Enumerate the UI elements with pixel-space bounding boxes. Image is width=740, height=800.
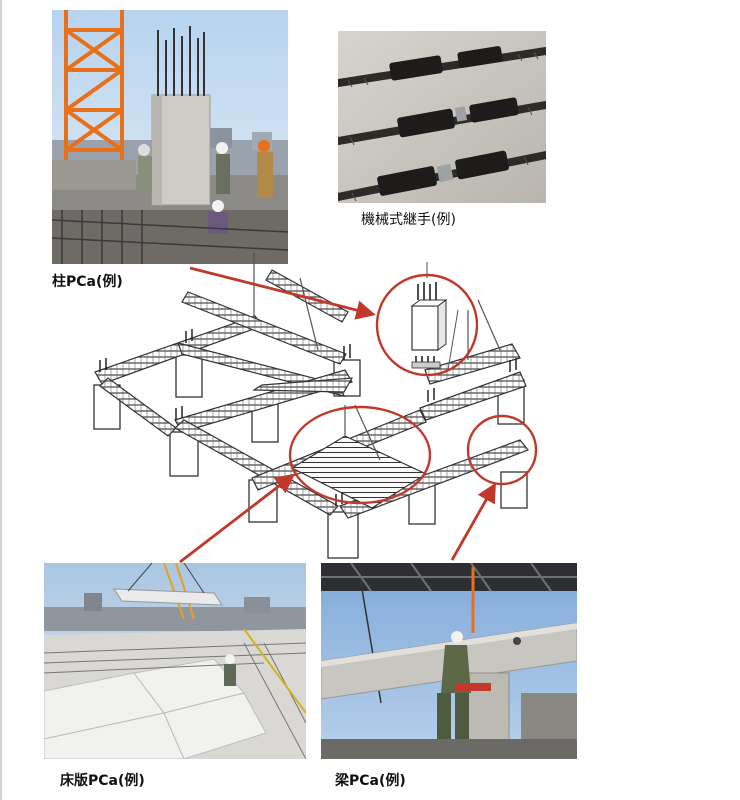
floor-slab-pca-photo — [44, 563, 306, 759]
beam-callout-arrow — [450, 482, 496, 561]
slab-callout-circle — [288, 405, 432, 505]
beam-pca-photo — [321, 563, 577, 759]
beam-pca-caption: 梁PCa(例) — [335, 773, 406, 789]
column-pca-caption: 柱PCa(例) — [52, 274, 123, 290]
callout-arrows — [179, 266, 496, 564]
column-rebar-stubs — [99, 329, 517, 506]
mechanical-coupler-photo — [338, 31, 546, 203]
page-left-rule — [0, 0, 2, 800]
beam-callout-circle — [466, 414, 538, 486]
column-callout-arrow — [189, 266, 376, 320]
frame-beams — [94, 269, 529, 519]
mechanical-coupler-caption: 機械式継手(例) — [361, 212, 456, 228]
column-pca-photo — [52, 10, 288, 264]
lifting-cables — [253, 252, 501, 461]
column-detail-illustration — [410, 262, 459, 371]
floor-slab-pca-caption: 床版PCa(例) — [60, 773, 145, 789]
floor-slab-panel — [290, 435, 428, 509]
slab-callout-arrow — [179, 473, 296, 564]
